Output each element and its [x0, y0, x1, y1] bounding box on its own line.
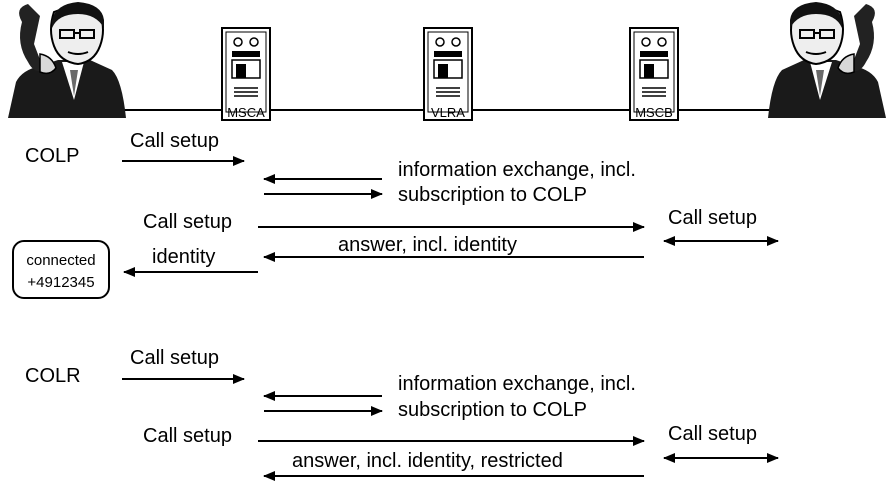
colp-identity-label: identity	[152, 246, 215, 268]
display-line1: connected	[26, 252, 95, 269]
colp-answer-label: answer, incl. identity	[338, 234, 517, 256]
colr-info-exchange-line1: information exchange, incl.	[398, 373, 636, 395]
node-msca: MSCA	[221, 27, 271, 121]
colr-section-label: COLR	[25, 365, 81, 387]
node-label: MSCA	[227, 105, 265, 120]
colr-call-setup-2-label: Call setup	[143, 425, 232, 447]
node-mscb: MSCB	[629, 27, 679, 121]
node-label: MSCB	[635, 105, 673, 120]
colp-section-label: COLP	[25, 145, 79, 167]
colr-call-setup-3-label: Call setup	[668, 423, 757, 445]
colp-call-setup-3-label: Call setup	[668, 207, 757, 229]
calling-party-icon	[8, 2, 126, 118]
called-party-icon	[768, 2, 886, 118]
display-line2: +4912345	[27, 274, 94, 291]
colr-call-setup-1-label: Call setup	[130, 347, 219, 369]
node-vlra: VLRA	[423, 27, 473, 121]
colr-info-exchange-line2: subscription to COLP	[398, 399, 587, 421]
colp-call-setup-1-label: Call setup	[130, 130, 219, 152]
colp-info-exchange-line1: information exchange, incl.	[398, 159, 636, 181]
colp-call-setup-2-label: Call setup	[143, 211, 232, 233]
colp-info-exchange-line2: subscription to COLP	[398, 184, 587, 206]
connected-number-display: connected +4912345	[12, 240, 110, 299]
node-label: VLRA	[431, 105, 465, 120]
colr-answer-label: answer, incl. identity, restricted	[292, 450, 563, 472]
